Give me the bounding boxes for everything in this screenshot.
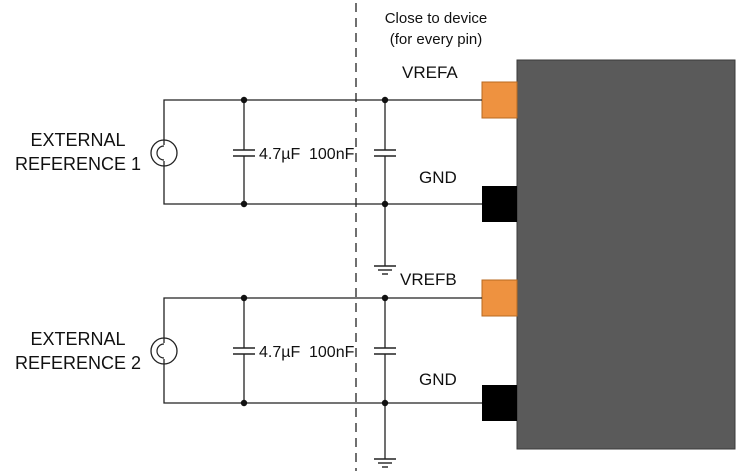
ground-icon — [374, 458, 396, 468]
reference-1-label-line1: EXTERNAL — [30, 130, 125, 150]
wire-bottom-b — [163, 364, 482, 404]
junction-dot — [381, 294, 389, 302]
gnd-label-b: GND — [419, 370, 457, 389]
vrefb-pin — [481, 279, 518, 317]
circuit-a: EXTERNAL REFERENCE 1 4.7µF 100nF VREFA G… — [15, 63, 482, 275]
junction-dot — [240, 96, 248, 104]
junction-dot — [240, 294, 248, 302]
header-note-line1: Close to device — [385, 10, 488, 27]
bulk-cap-label-a: 4.7µF — [259, 146, 300, 163]
gnd-pin-b — [482, 385, 517, 421]
capacitor-icon — [374, 100, 396, 266]
junction-dot — [240, 200, 248, 208]
junction-dot — [381, 96, 389, 104]
junction-dot — [240, 399, 248, 407]
reference-1-label-line2: REFERENCE 1 — [15, 154, 141, 174]
ground-icon — [374, 265, 396, 275]
capacitor-icon — [233, 100, 255, 204]
reference-2-label-line1: EXTERNAL — [30, 329, 125, 349]
device-body — [516, 59, 736, 450]
wire-top-b — [163, 297, 482, 338]
junction-dot — [381, 399, 389, 407]
decoupling-cap-label-b: 100nF — [309, 344, 355, 361]
capacitor-icon — [374, 298, 396, 459]
wire-bottom-a — [163, 166, 482, 205]
header-note-line2: (for every pin) — [390, 31, 483, 48]
capacitor-icon — [233, 298, 255, 403]
gnd-label-a: GND — [419, 168, 457, 187]
wire-top-a — [163, 99, 482, 140]
bulk-cap-label-b: 4.7µF — [259, 344, 300, 361]
junction-dot — [381, 200, 389, 208]
decoupling-cap-label-a: 100nF — [309, 146, 355, 163]
vrefb-label: VREFB — [400, 270, 457, 289]
voltage-source-icon — [150, 337, 178, 365]
vrefa-pin — [481, 81, 518, 119]
circuit-b: EXTERNAL REFERENCE 2 4.7µF 100nF VREFB G… — [15, 270, 482, 468]
voltage-source-icon — [150, 139, 178, 167]
reference-2-label-line2: REFERENCE 2 — [15, 353, 141, 373]
vrefa-label: VREFA — [402, 63, 458, 82]
gnd-pin-a — [482, 186, 517, 222]
